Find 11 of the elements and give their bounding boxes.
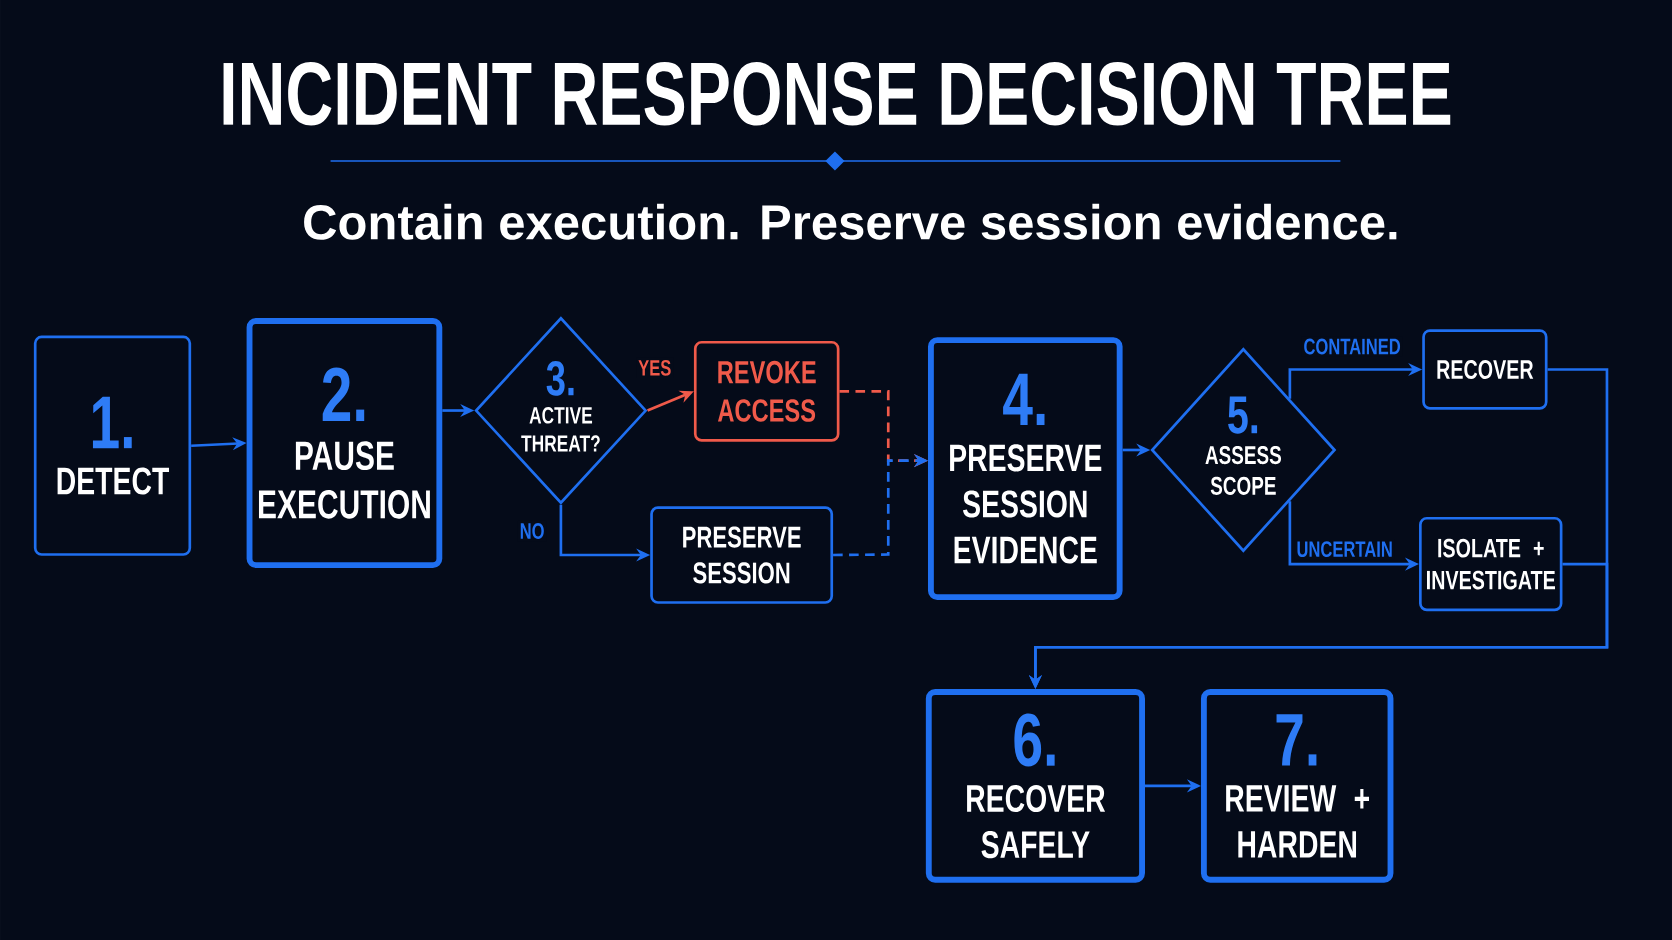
step-box: 6. RECOVER SAFELY bbox=[925, 688, 1145, 883]
process-box: RECOVER bbox=[1422, 329, 1548, 410]
step-box: 4. PRESERVE SESSION EVIDENCE bbox=[928, 337, 1123, 600]
process-box: ISOLATE + INVESTIGATE bbox=[1419, 516, 1563, 612]
title: INCIDENT RESPONSE DECISION TREE bbox=[223, 61, 1451, 126]
step-box: 2. PAUSE EXECUTION bbox=[246, 317, 443, 568]
process-box: 1. DETECT bbox=[33, 335, 192, 556]
action-box: REVOKE ACCESS bbox=[693, 340, 840, 442]
process-box: PRESERVE SESSION bbox=[650, 506, 834, 604]
step-box: 7. REVIEW + HARDEN bbox=[1200, 688, 1394, 883]
subtitle: Contain execution. Preserve session evidence. bbox=[304, 203, 1397, 240]
